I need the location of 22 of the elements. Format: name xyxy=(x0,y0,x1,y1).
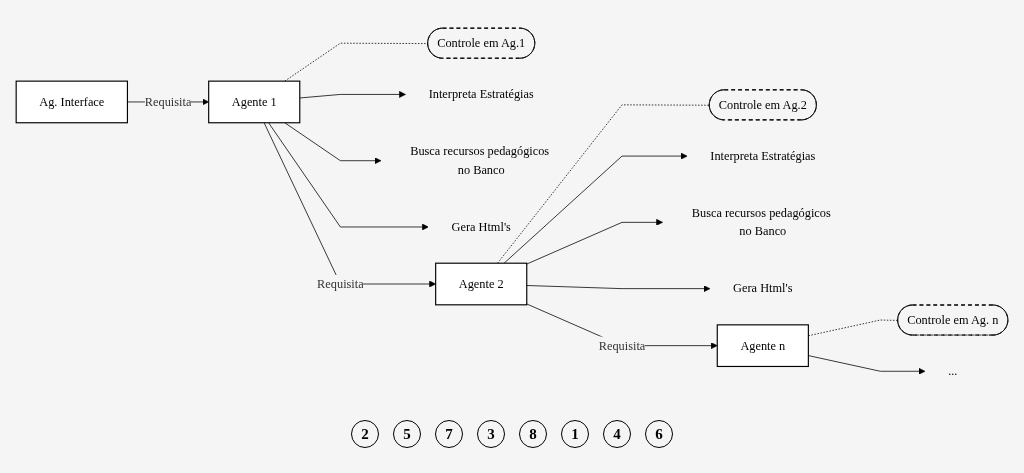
callout-number: 7 xyxy=(435,420,463,448)
node-text: Busca recursos pedagógicos no Banco xyxy=(410,144,550,176)
edge-label: Requisita xyxy=(144,94,192,108)
callout-number: 8 xyxy=(519,420,547,448)
edge-label: Requisita xyxy=(598,338,646,352)
callout-number: 3 xyxy=(477,420,505,448)
node-text: Busca recursos pedagógicos no Banco xyxy=(691,206,831,238)
node-text: ... xyxy=(948,364,958,378)
node-box: Ag. Interface xyxy=(15,80,128,124)
callout-number: 1 xyxy=(561,420,589,448)
node-text: Gera Html's xyxy=(451,219,511,234)
callout-number: 6 xyxy=(645,420,673,448)
node-text: Gera Html's xyxy=(733,281,793,295)
node-box: Agente 1 xyxy=(208,80,301,124)
callout-number: 5 xyxy=(393,420,421,448)
edge-label: Requisita xyxy=(317,276,364,291)
node-text: Interpreta Estratégias xyxy=(710,149,816,163)
callout-number: 2 xyxy=(351,420,379,448)
node-box: Agente 2 xyxy=(435,262,528,306)
node-box: Agente n xyxy=(716,324,809,367)
callout-number: 4 xyxy=(603,420,631,448)
node-text: Interpreta Estratégias xyxy=(428,87,534,101)
